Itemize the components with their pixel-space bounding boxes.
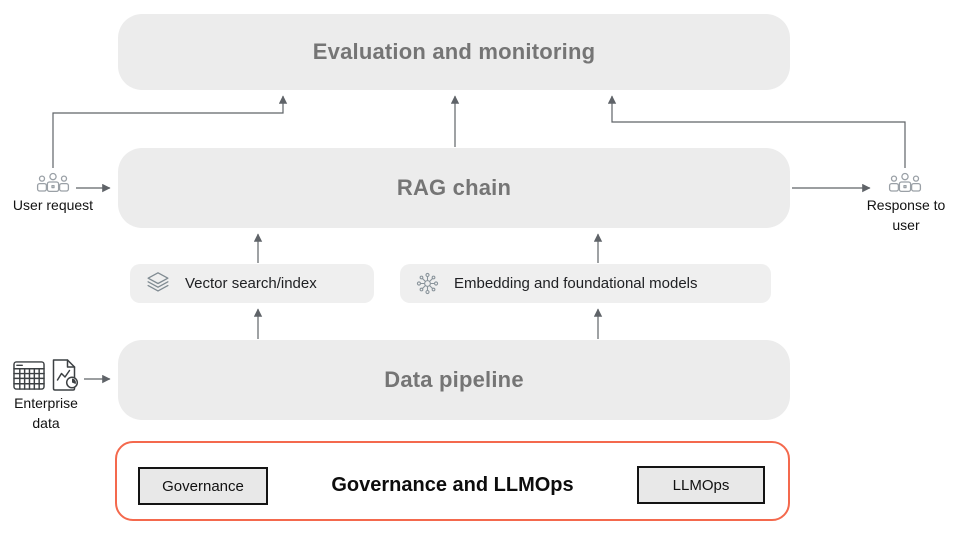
governance-tag: Governance	[138, 467, 268, 505]
data-pipeline-box: Data pipeline	[118, 340, 790, 420]
evaluation-monitoring-label: Evaluation and monitoring	[312, 39, 596, 64]
data-pipeline-label: Data pipeline	[384, 367, 524, 392]
user-request-label: User request	[12, 197, 94, 213]
model-hub-icon	[416, 272, 439, 295]
governance-tag-label: Governance	[162, 477, 244, 495]
llmops-tag-label: LLMOps	[672, 476, 730, 494]
governance-llmops-outline	[115, 441, 790, 521]
llmops-tag: LLMOps	[637, 466, 765, 504]
vector-search-box: Vector search/index	[130, 264, 374, 303]
table-data-icon	[13, 361, 45, 390]
rag-chain-box: RAG chain	[118, 148, 790, 228]
governance-llmops-title: Governance and LLMOps	[331, 474, 574, 496]
embedding-models-box: Embedding and foundational models	[400, 264, 771, 303]
vector-search-label: Vector search/index	[185, 275, 317, 292]
enterprise-data-label: Enterprise data	[14, 395, 78, 431]
embedding-models-label: Embedding and foundational models	[454, 275, 698, 292]
report-document-icon	[52, 359, 79, 391]
response-to-user-label: Response to user	[866, 197, 946, 233]
rag-chain-label: RAG chain	[396, 175, 512, 200]
response-user-group-icon	[888, 172, 922, 193]
user-group-icon	[36, 172, 70, 193]
evaluation-monitoring-box: Evaluation and monitoring	[118, 14, 790, 90]
layers-icon	[147, 272, 169, 292]
